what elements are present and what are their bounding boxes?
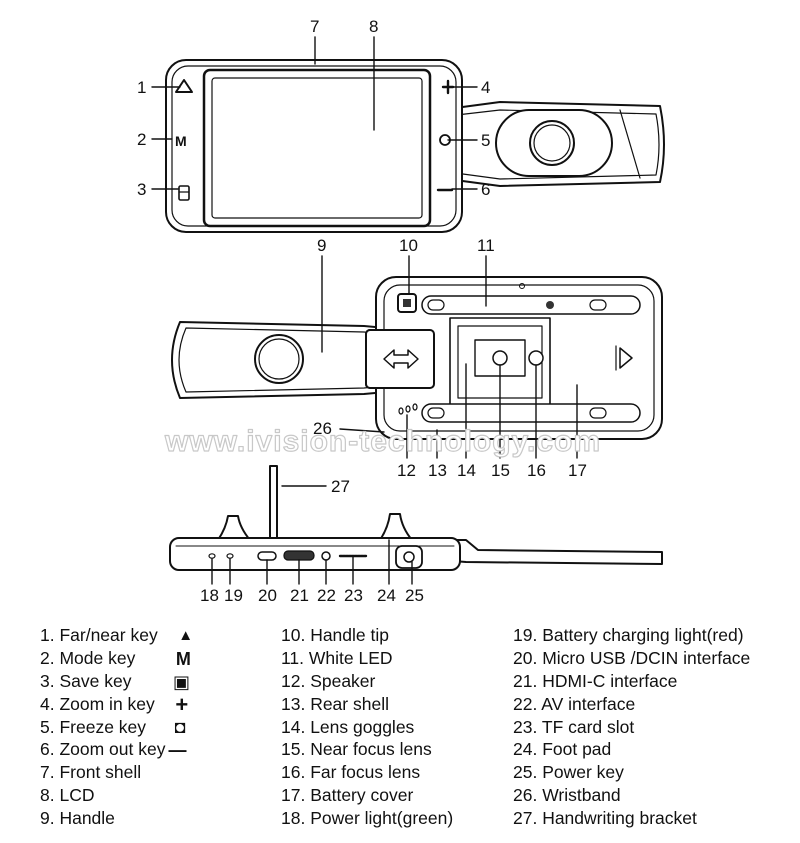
foot-pad-left [217, 515, 251, 541]
watermark: www.ivision-technology.com [164, 425, 601, 458]
lcd-screen [202, 68, 432, 228]
legend-item: 1. Far/near key▲ [40, 624, 196, 647]
mode-key-icon: M [175, 133, 187, 149]
near-focus-lens [492, 350, 508, 366]
front-handle-button [529, 120, 575, 166]
charging-light [226, 553, 234, 559]
callout-21: 21 [290, 586, 309, 605]
callout-17: 17 [568, 461, 587, 480]
legend-item: 5. Freeze key◘ [40, 716, 196, 739]
legend-item: 12. Speaker [281, 670, 376, 691]
callout-13: 13 [428, 461, 447, 480]
callout-14: 14 [457, 461, 476, 480]
plus-icon: + [175, 691, 189, 717]
callout-7: 7 [310, 17, 319, 36]
legend-item: 20. Micro USB /DCIN interface [513, 647, 751, 668]
callout-18: 18 [200, 586, 219, 605]
legend-item: 9. Handle [40, 808, 115, 829]
front-view: M [151, 36, 665, 233]
legend-item: 19. Battery charging light(red) [513, 625, 744, 645]
legend-item: 8. LCD [40, 785, 95, 806]
callout-6: 6 [481, 180, 490, 199]
callout-4: 4 [481, 78, 490, 97]
callout-27: 27 [331, 477, 350, 496]
foot-pad-right [379, 513, 413, 541]
legend-item: 14. Lens goggles [281, 716, 415, 737]
legend-item: 3. Save key▣ [40, 670, 190, 692]
callout-5: 5 [481, 131, 490, 150]
callout-19: 19 [224, 586, 243, 605]
power-light [208, 553, 216, 559]
rear-view [171, 255, 663, 459]
callout-24: 24 [377, 586, 396, 605]
legend-item: 17. Battery cover [281, 785, 414, 806]
callout-26: 26 [313, 419, 332, 438]
hdmi-port [283, 550, 315, 561]
legend-item: 18. Power light(green) [281, 808, 454, 829]
legend-item: 4. Zoom in key+ [40, 693, 196, 716]
handwriting-bracket [269, 465, 278, 543]
legend-item: 22. AV interface [513, 693, 636, 714]
legend-item: 26. Wristband [513, 785, 621, 806]
callout-23: 23 [344, 586, 363, 605]
callout-16: 16 [527, 461, 546, 480]
callout-15: 15 [491, 461, 510, 480]
legend-item: 6. Zoom out key— [40, 739, 187, 761]
callout-3: 3 [137, 180, 146, 199]
callout-2: 2 [137, 130, 146, 149]
legend-item: 10. Handle tip [281, 625, 389, 645]
white-led-rail [421, 295, 641, 315]
rear-handle-button [254, 334, 304, 384]
minus-icon: — [168, 740, 187, 761]
callout-10: 10 [399, 236, 418, 255]
legend-item: 23. TF card slot [513, 716, 635, 737]
callout-20: 20 [258, 586, 277, 605]
legend-item: 16. Far focus lens [281, 762, 421, 783]
legend-item: 7. Front shell [40, 762, 142, 783]
save-key-icon [178, 185, 190, 201]
legend-item: 27. Handwriting bracket [513, 808, 697, 829]
callout-numbers: 1 2 3 4 5 6 7 8 9 10 11 12 13 14 15 16 1… [137, 17, 587, 605]
callout-22: 22 [317, 586, 336, 605]
callout-11: 11 [477, 236, 495, 255]
callout-8: 8 [369, 17, 378, 36]
mountain-icon: ▲ [178, 626, 194, 644]
side-view [169, 465, 663, 585]
legend-item: 11. White LED [281, 647, 393, 668]
legend-column-3: 19. Battery charging light(red) 20. Micr… [513, 624, 750, 830]
speaker-holes [398, 403, 418, 415]
far-near-key-icon [175, 79, 193, 93]
mode-icon: M [175, 648, 191, 669]
callout-9: 9 [317, 236, 326, 255]
legend-column-2: 10. Handle tip 11. White LED 12. Speaker… [281, 624, 453, 830]
legend-item: 13. Rear shell [281, 693, 389, 714]
legend-item: 21. HDMI-C interface [513, 670, 678, 691]
diagram-drawing: M [137, 17, 665, 605]
legend-item: 15. Near focus lens [281, 739, 432, 760]
legend-item: 24. Foot pad [513, 739, 612, 760]
battery-cover-arrow [619, 347, 633, 369]
power-key [395, 545, 423, 569]
legend-item: 25. Power key [513, 762, 624, 783]
side-handle [439, 539, 663, 565]
callout-1: 1 [137, 78, 146, 97]
save-icon: ▣ [172, 671, 190, 692]
far-focus-lens [528, 350, 544, 366]
callout-25: 25 [405, 586, 424, 605]
callout-12: 12 [397, 461, 416, 480]
camera-icon: ◘ [174, 717, 186, 738]
